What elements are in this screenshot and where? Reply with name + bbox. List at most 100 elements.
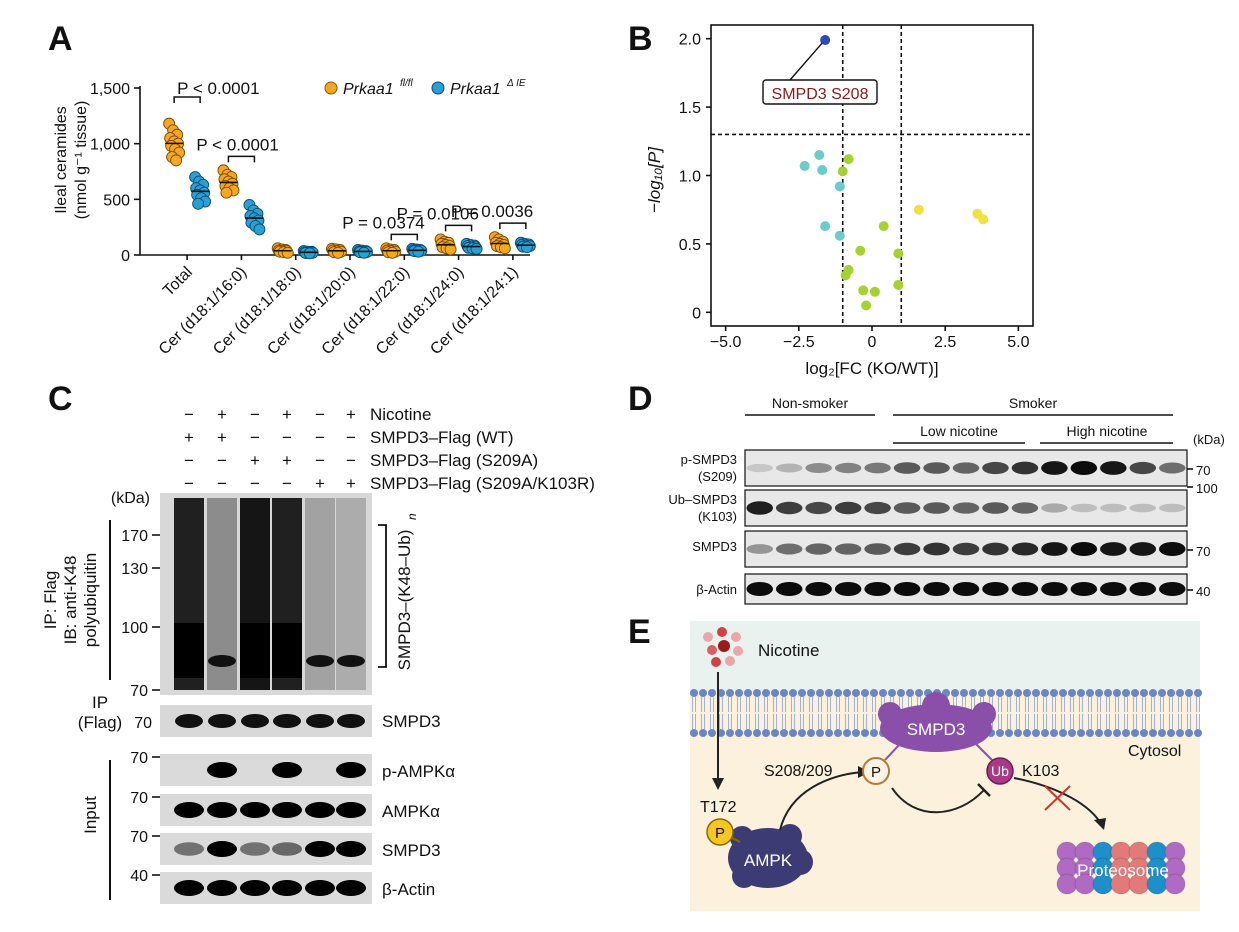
membrane-tail-top	[728, 697, 732, 712]
panel-b-y-tick-label: 1.0	[679, 169, 701, 186]
membrane-tail-bottom	[710, 714, 714, 729]
membrane-head-bottom	[807, 729, 815, 737]
panel-c-row-label: Nicotine	[370, 405, 431, 424]
membrane-tail-top	[1178, 697, 1182, 712]
membrane-tail-bottom	[1115, 714, 1119, 729]
panel-c-ip-strip-name: SMPD3	[382, 712, 441, 731]
panel-c-input-band	[272, 880, 302, 896]
membrane-head-top	[1041, 689, 1049, 697]
smpd3-p-link	[884, 743, 901, 761]
panel-d-band	[864, 543, 891, 555]
panel-d-band	[775, 582, 803, 596]
membrane-head-bottom	[1122, 729, 1130, 737]
membrane-tail-top	[1043, 697, 1047, 712]
panel-d-band	[923, 462, 950, 474]
membrane-tail-bottom	[791, 714, 795, 729]
membrane-head-top	[816, 689, 824, 697]
panel-c-mark: +	[282, 405, 292, 424]
panel-d-band	[952, 502, 980, 514]
panel-c-mark: −	[315, 428, 325, 447]
panel-c-input-band	[207, 880, 237, 896]
membrane-head-bottom	[726, 729, 734, 737]
membrane-head-bottom	[1077, 729, 1085, 737]
panel-b-x-tick-label: 5.0	[1007, 334, 1029, 351]
panel-c-input-band	[305, 880, 335, 896]
panel-c-input-tick-label: 70	[130, 829, 148, 846]
panel-c-band	[208, 655, 236, 667]
smpd3-phospho-label: P	[871, 764, 881, 781]
site-label: S208/209	[764, 763, 833, 780]
panel-c-input-name: p-AMPKα	[382, 762, 455, 781]
membrane-tail-top	[1142, 697, 1146, 712]
membrane-tail-top	[1025, 697, 1029, 712]
membrane-tail-top	[1097, 697, 1101, 712]
membrane-head-bottom	[699, 729, 707, 737]
ampk-protein-icon	[728, 824, 813, 888]
panel-d-band	[1041, 542, 1068, 556]
membrane-head-top	[744, 689, 752, 697]
panel-a-y-tick-label: 0	[121, 248, 130, 265]
panel-d-group-non: Non-smoker	[772, 395, 849, 411]
membrane-head-bottom	[1140, 729, 1148, 737]
panel-b-x-tick-label: 2.5	[934, 334, 956, 351]
membrane-head-top	[1167, 689, 1175, 697]
panel-a-legend: Prkaa1 fl/fl Prkaa1 Δ IE	[324, 78, 526, 98]
nicotine-icon	[703, 627, 743, 667]
panel-a-ylabel-line1: Ileal ceramides	[53, 106, 70, 214]
membrane-tail-bottom	[1097, 714, 1101, 729]
membrane-tail-top	[746, 697, 750, 712]
membrane-tail-top	[1070, 697, 1074, 712]
panel-d-band	[775, 463, 803, 473]
panel-c-blot: −+−+−+Nicotine++−−−−SMPD3–Flag (WT)−−++−…	[41, 405, 595, 904]
panel-a-point	[520, 241, 533, 254]
membrane-head-bottom	[861, 729, 869, 737]
membrane-tail-top	[1106, 697, 1110, 712]
membrane-head-top	[825, 689, 833, 697]
membrane-head-bottom	[996, 729, 1004, 737]
inhibition-arc	[891, 787, 985, 814]
membrane-head-bottom	[1059, 729, 1067, 737]
panel-c-ip-band	[241, 714, 269, 728]
panel-a-pvalue: P = 0.0036	[451, 202, 533, 221]
membrane-head-top	[879, 689, 887, 697]
panel-d-band	[746, 463, 773, 473]
membrane-head-top	[780, 689, 788, 697]
panel-d-band	[1041, 503, 1068, 513]
panel-c-bracket	[378, 524, 387, 668]
membrane-head-bottom	[1131, 729, 1139, 737]
panel-label-d: D	[628, 380, 653, 418]
membrane-head-top	[1059, 689, 1067, 697]
panel-c-mw-label: 70	[130, 683, 148, 700]
panel-c-input-band	[174, 802, 204, 818]
panel-c-ip-strip-tick: 70	[134, 715, 152, 732]
panel-c-input-band	[336, 762, 366, 778]
panel-d-band	[1011, 582, 1039, 596]
panel-b-label-leader	[789, 42, 823, 81]
membrane-tail-bottom	[719, 714, 723, 729]
membrane-head-top	[699, 689, 707, 697]
panel-c-mark: +	[217, 428, 227, 447]
panel-c-ip-label-3: polyubiquitin	[81, 553, 100, 648]
membrane-head-top	[1023, 689, 1031, 697]
panel-d-band	[1129, 582, 1157, 596]
panel-b-point	[913, 204, 924, 215]
panel-d-band	[1070, 461, 1098, 475]
membrane-tail-bottom	[1061, 714, 1065, 729]
membrane-head-bottom	[1158, 729, 1166, 737]
panel-d-band	[952, 542, 980, 556]
proteosome-icon	[1056, 841, 1186, 895]
panel-b-point	[855, 245, 866, 256]
panel-e-schematic: Nicotine T172 AMPK P S208/209 SMPD3 P U	[690, 621, 1202, 911]
panel-c-mark: +	[315, 474, 325, 493]
panel-c-mark: +	[184, 428, 194, 447]
membrane-head-bottom	[852, 729, 860, 737]
panel-d-mw-label: 70	[1196, 544, 1210, 559]
panel-c-input-band	[305, 802, 335, 818]
membrane-tail-bottom	[737, 714, 741, 729]
panel-d-band	[982, 542, 1009, 556]
panel-b-x-tick-label: −5.0	[710, 334, 742, 351]
panel-d-band	[923, 502, 950, 514]
panel-c-mark: −	[346, 451, 356, 470]
panel-b-point	[834, 230, 845, 241]
panel-c-input-band	[272, 762, 302, 778]
